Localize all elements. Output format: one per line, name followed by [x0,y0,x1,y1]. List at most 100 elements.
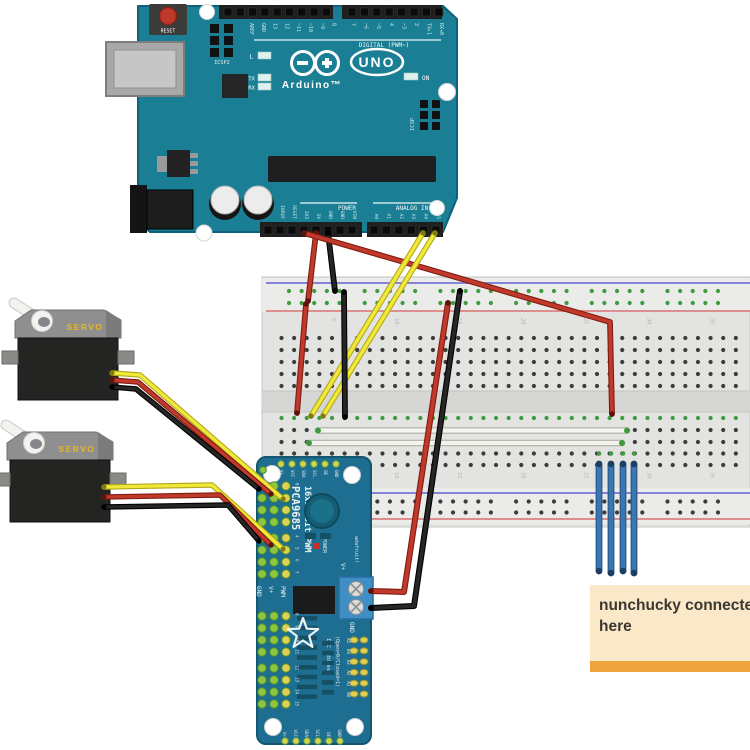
servo-body [17,337,119,401]
led-l [257,51,272,60]
led-tx [257,73,272,82]
pin-label: 4 [388,23,394,26]
pin-label: A3 [346,660,351,666]
servo1-signal-wire [109,370,286,502]
mount-hole [343,466,361,484]
servo-top: SERVO [1,297,135,401]
pin-label: 5 [295,547,300,550]
logo-plus-v [325,58,329,68]
nunchuck-wire-4 [630,460,638,577]
pin-label: 2 [295,507,300,510]
servo-mount-tab [117,350,135,365]
pca-edge-pins [259,460,344,745]
pin-label: A0 [346,692,351,698]
wire-positive-rail-to-row-f [294,301,309,416]
capacitor-1 [209,185,241,220]
pca9685-board: PCA9685 16x12-bit PWM adafruit! POWER I2… [255,456,374,745]
jumper-row-g [314,427,631,434]
pin-label: 3V3 [303,211,309,220]
pin-label: 10 [393,472,399,479]
pin-label: 6 [295,559,300,562]
pin-label: 25 [582,472,588,479]
wire-arduino-a4-sda [308,230,426,419]
nunchuck-wire-3 [619,460,627,575]
usb-connector [105,41,185,97]
pin-label: A2 [346,670,351,676]
reset-button-cap [158,6,178,26]
icsp-header: ICSP [410,98,442,133]
led-rx [257,82,272,91]
pin-label: VCC [290,470,295,478]
servo-mount-tab [1,350,19,365]
pin-label: GND [260,23,266,32]
pin-label: 5 [330,318,336,321]
led-rx-label: RX [248,86,255,92]
servo-mount-tab [0,472,11,487]
pin-label: 0 [295,483,300,486]
pin-label: 5V [315,213,321,219]
pin-label: A1 [346,681,351,687]
digital-headers [219,5,444,19]
pin-label: A5 [435,213,441,219]
pin-label: GND [339,211,345,220]
wire-pca-vplus-to-positive-rail [368,300,451,595]
led-l-label: L [249,54,253,61]
analog-section-label: ANALOG IN [396,205,429,212]
pin-label: GND [337,729,342,737]
logo-minus [297,61,308,65]
pin-label: 12 [283,23,289,29]
pin-label: ~3 [400,23,406,29]
pin-label: A5 [346,638,351,644]
pin-label: OE [326,732,331,738]
pin-label: 1 [295,495,300,498]
pin-label: SDA [301,470,306,478]
pin-label: 15 [295,701,300,707]
nunchuck-wire-1 [595,460,603,575]
servo1-ground-wire [109,384,262,492]
icsp-label: ICSP [410,117,416,131]
mcu-chip [268,156,436,182]
note-line-2: here [599,618,632,635]
pin-label: ~9 [319,23,325,29]
jumper-row-h [305,439,626,447]
pin-label: 30 [646,318,652,325]
wires-layer [101,230,638,611]
servo-body [9,459,111,523]
pin-label: 12 [295,665,300,671]
pin-label: 15 [456,318,462,325]
pin-label: ~5 [375,23,381,29]
board-leds: L TX RX ON [248,51,430,92]
pin-label: A3 [410,213,416,219]
pin-label: 11 [295,649,300,655]
pin-label: 7 [350,23,356,26]
pin-label: 25 [582,318,588,325]
note-accent-bar [590,661,750,672]
reset-button: RESET [149,4,187,35]
pin-label: A1 [385,213,391,219]
nunchuck-wire-2 [607,460,615,577]
pca-power-label: POWER [321,538,327,554]
servo2-power-wire [101,492,274,548]
pin-label: 8 [331,23,337,26]
pin-label: GND [334,470,339,478]
pin-label: V+ [267,586,274,594]
pin-label: RESET [291,205,297,219]
pin-label: PWM [279,586,286,597]
small-chip [222,74,248,98]
pin-label: OE [323,470,328,476]
pin-label: RX◂0 [438,23,444,35]
wire-pca-gnd-to-negative-rail [368,288,463,611]
servo-top-label: SERVO [66,322,103,332]
icsp2-label: ICSP2 [214,60,230,66]
